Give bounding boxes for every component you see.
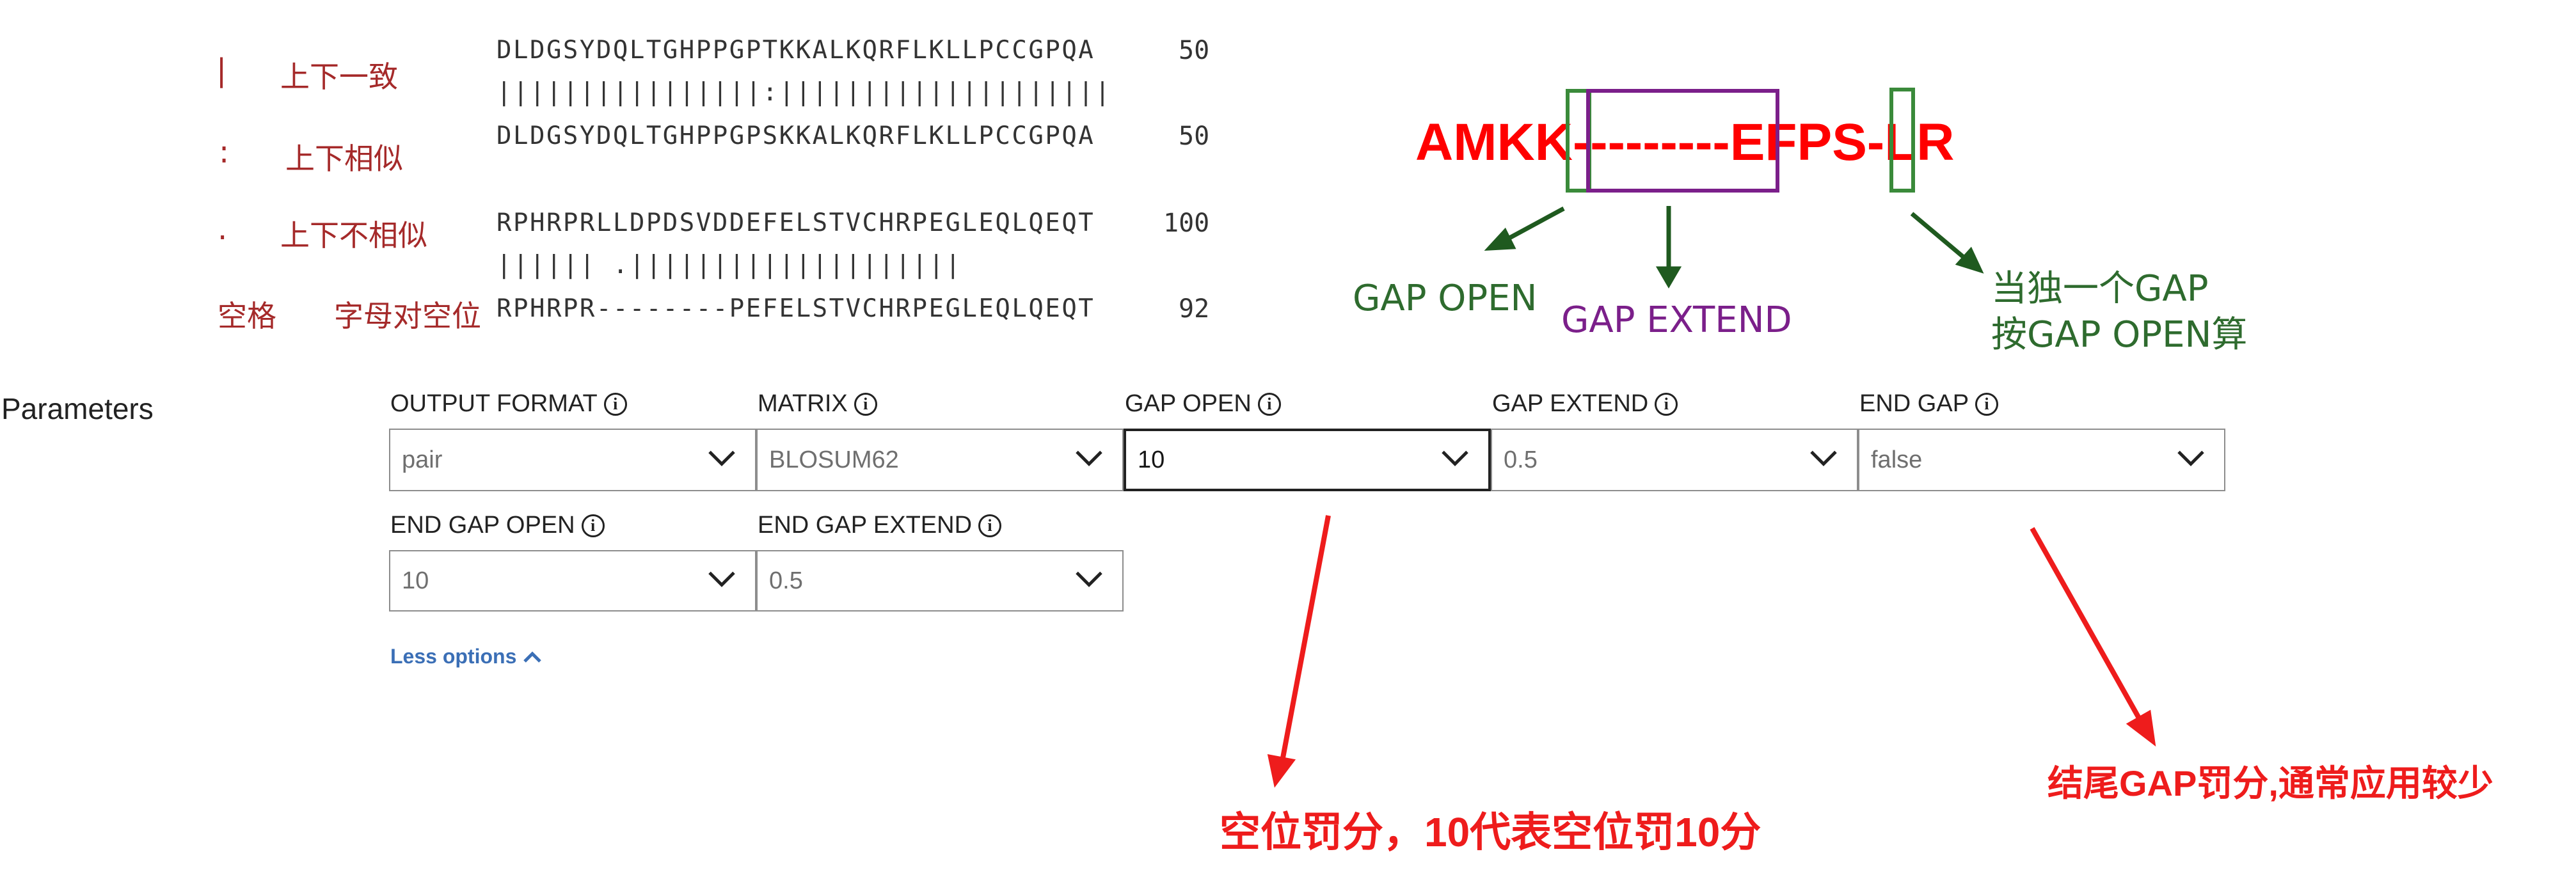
gap-extend-field-label: GAP EXTEND i <box>1492 390 1678 418</box>
alignment-match-line: |||||| .|||||||||||||||||||| <box>497 251 962 280</box>
gap-extend-value: 0.5 <box>1504 446 1538 473</box>
info-icon[interactable]: i <box>1257 392 1281 416</box>
legend-label-gap: 字母对空位 <box>334 299 481 333</box>
chevron-down-icon <box>2177 450 2204 466</box>
arrowhead-icon <box>1484 227 1516 251</box>
arrowhead-icon <box>1655 266 1682 288</box>
legend-label-similar: 上下相似 <box>285 141 403 176</box>
less-options-link[interactable]: Less options <box>390 645 542 668</box>
end-gap-label-text: END GAP <box>1859 390 1969 417</box>
end-gap-select[interactable]: false <box>1858 429 2225 491</box>
end-gap-value: false <box>1871 446 1923 473</box>
less-options-label: Less options <box>390 645 517 668</box>
end-gap-extend-value: 0.5 <box>769 567 803 594</box>
gap-open-annotation-arrow <box>1280 515 1331 762</box>
matrix-value: BLOSUM62 <box>769 446 899 473</box>
legend-symbol-dissimilar: . <box>218 211 228 247</box>
chevron-down-icon <box>1076 450 1102 466</box>
chevron-down-icon <box>1442 450 1468 466</box>
alignment-position: 50 <box>1179 36 1210 65</box>
single-gap-box <box>1889 88 1915 193</box>
gap-open-label-text: GAP OPEN <box>1125 390 1252 417</box>
matrix-label: MATRIX i <box>758 390 877 418</box>
gap-extend-select[interactable]: 0.5 <box>1491 429 1858 491</box>
output-format-select[interactable]: pair <box>389 429 756 491</box>
end-gap-extend-label-text: END GAP EXTEND <box>758 512 973 539</box>
alignment-position: 50 <box>1179 122 1210 151</box>
legend-symbol-identity: | <box>216 52 227 88</box>
info-icon[interactable]: i <box>978 514 1002 537</box>
arrowhead-icon <box>2126 709 2156 747</box>
legend-symbol-similar: : <box>219 134 230 170</box>
end-gap-open-value: 10 <box>402 567 429 594</box>
end-gap-field-label: END GAP i <box>1859 390 1999 418</box>
alignment-seq2-line: RPHRPR--------PEFELSTVCHRPEGLEQLQEQT <box>497 294 1095 323</box>
arrowhead-icon <box>1267 754 1296 788</box>
info-icon[interactable]: i <box>1975 392 1999 416</box>
gap-open-label: GAP OPEN <box>1353 278 1538 319</box>
gap-open-select[interactable]: 10 <box>1124 429 1491 491</box>
gap-extend-label-text: GAP EXTEND <box>1492 390 1649 417</box>
single-gap-arrow <box>1910 212 1970 263</box>
chevron-up-icon <box>523 651 542 663</box>
gap-open-value: 10 <box>1138 446 1165 473</box>
info-icon[interactable]: i <box>581 514 605 537</box>
chevron-down-icon <box>708 571 735 587</box>
single-gap-note-line2: 按GAP OPEN算 <box>1991 314 2248 356</box>
gap-open-field-label: GAP OPEN i <box>1125 390 1281 418</box>
end-gap-open-select[interactable]: 10 <box>389 550 756 612</box>
gap-open-arrow <box>1501 206 1565 244</box>
info-icon[interactable]: i <box>1655 392 1678 416</box>
end-gap-annotation-arrow <box>2030 527 2143 723</box>
single-gap-note-line1: 当独一个GAP <box>1991 268 2209 310</box>
output-format-label-text: OUTPUT FORMAT <box>390 390 598 417</box>
end-gap-extend-select[interactable]: 0.5 <box>756 550 1124 612</box>
gap-open-box <box>1566 89 1591 193</box>
alignment-position: 92 <box>1179 294 1210 324</box>
arrowhead-icon <box>1955 246 1984 274</box>
gap-diagram-sequence: AMKK---------EFPS-LR <box>1415 113 1955 173</box>
matrix-select[interactable]: BLOSUM62 <box>756 429 1124 491</box>
output-format-value: pair <box>402 446 443 473</box>
legend-label-identity: 上下一致 <box>280 59 398 94</box>
info-icon[interactable]: i <box>603 392 627 416</box>
chevron-down-icon <box>708 450 735 466</box>
gap-dashes: --------- <box>1572 113 1730 171</box>
alignment-match-line: ||||||||||||||||:|||||||||||||||||||| <box>497 78 1112 107</box>
end-gap-annotation: 结尾GAP罚分,通常应用较少 <box>2047 763 2493 803</box>
gap-seq-b: EFPS <box>1729 113 1867 171</box>
gap-extend-label: GAP EXTEND <box>1561 299 1792 341</box>
parameters-title: Parameters <box>1 392 154 425</box>
alignment-seq1-line: RPHRPRLLDPDSVDDEFELSTVCHRPEGLEQLQEQT <box>497 209 1095 237</box>
gap-single-dash: - <box>1866 113 1885 171</box>
output-format-label: OUTPUT FORMAT i <box>390 390 627 418</box>
end-gap-open-label-text: END GAP OPEN <box>390 512 575 539</box>
end-gap-open-field-label: END GAP OPEN i <box>390 512 605 539</box>
legend-symbol-space: 空格 <box>218 299 276 333</box>
matrix-label-text: MATRIX <box>758 390 848 417</box>
gap-seq-a: AMKK <box>1415 113 1573 171</box>
chevron-down-icon <box>1810 450 1837 466</box>
gap-seq-c: LR <box>1884 113 1955 171</box>
chevron-down-icon <box>1076 571 1102 587</box>
alignment-seq1-line: DLDGSYDQLTGHPPGPTKKALKQRFLKLLPCCGPQA <box>497 36 1095 65</box>
legend-label-dissimilar: 上下不相似 <box>280 218 427 253</box>
info-icon[interactable]: i <box>854 392 877 416</box>
gap-penalty-annotation: 空位罚分，10代表空位罚10分 <box>1220 809 1761 855</box>
alignment-position: 100 <box>1163 209 1210 238</box>
end-gap-extend-field-label: END GAP EXTEND i <box>758 512 1002 539</box>
alignment-seq2-line: DLDGSYDQLTGHPPGPSKKALKQRFLKLLPCCGPQA <box>497 122 1095 150</box>
gap-extend-box <box>1586 89 1779 193</box>
